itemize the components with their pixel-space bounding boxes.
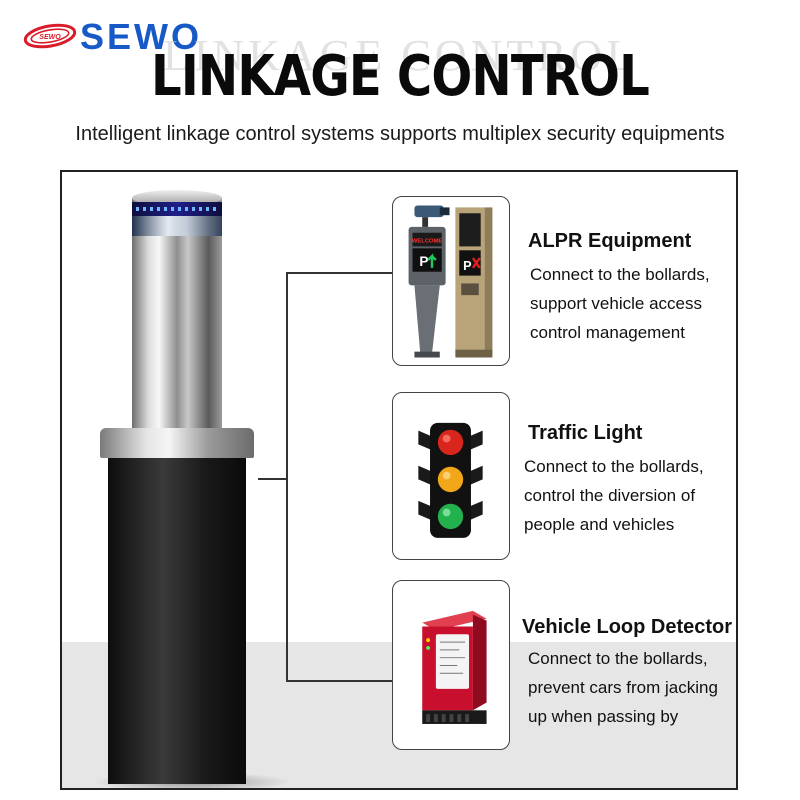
alpr-panel-letter: P bbox=[463, 259, 472, 273]
feature-title-traffic-light: Traffic Light bbox=[528, 422, 643, 444]
loop-detector-icon bbox=[422, 610, 487, 724]
sewo-mark-text: SEWO bbox=[39, 34, 61, 41]
bollard-collar bbox=[100, 428, 254, 458]
alpr-screen-line2: P bbox=[419, 254, 428, 269]
feature-desc-line: prevent cars from jacking bbox=[528, 678, 718, 697]
linkage-panel: WELCOME P P ALPR Equipment Connect to th… bbox=[60, 170, 738, 790]
feature-desc-line: Connect to the bollards, bbox=[530, 265, 710, 284]
brand-logo: SEWO SEWO bbox=[22, 14, 222, 58]
page-subtitle: Intelligent linkage control systems supp… bbox=[75, 123, 725, 145]
feature-desc-line: control management bbox=[530, 323, 685, 342]
connector-main bbox=[258, 478, 286, 480]
page-title: LINKAGE CONTROL bbox=[151, 44, 650, 109]
bollard-reflective-strip bbox=[132, 216, 222, 236]
bollard-base bbox=[108, 454, 246, 784]
feature-desc-line: Connect to the bollards, bbox=[524, 457, 704, 476]
connector-alpr bbox=[286, 272, 392, 274]
feature-desc-traffic-light: Connect to the bollards, control the div… bbox=[524, 452, 704, 539]
feature-desc-loop-detector: Connect to the bollards, prevent cars fr… bbox=[528, 644, 718, 731]
alpr-screen-line1: WELCOME bbox=[412, 238, 443, 244]
traffic-light-icon bbox=[418, 422, 483, 538]
bollard-led-dots bbox=[136, 207, 218, 211]
feature-title-alpr: ALPR Equipment bbox=[528, 230, 692, 252]
feature-desc-line: people and vehicles bbox=[524, 515, 675, 534]
title-ghost: LINKAGE CONTROL bbox=[162, 31, 638, 80]
alpr-camera-icon: WELCOME P P bbox=[408, 205, 493, 358]
bollard-pipe bbox=[132, 198, 222, 458]
feature-desc-alpr: Connect to the bollards, support vehicle… bbox=[530, 260, 710, 347]
feature-desc-line: Connect to the bollards, bbox=[528, 649, 708, 668]
connector-vertical bbox=[286, 272, 288, 682]
sewo-mark-icon: SEWO bbox=[23, 23, 77, 49]
traffic-light-card bbox=[392, 392, 510, 560]
brand-name: SEWO bbox=[80, 16, 203, 57]
feature-desc-line: control the diversion of bbox=[524, 486, 696, 505]
feature-desc-line: support vehicle access bbox=[530, 294, 702, 313]
feature-title-loop-detector: Vehicle Loop Detector bbox=[522, 616, 733, 638]
alpr-card: WELCOME P P bbox=[392, 196, 510, 366]
loop-detector-card bbox=[392, 580, 510, 750]
feature-desc-line: up when passing by bbox=[528, 707, 679, 726]
connector-detector bbox=[286, 680, 392, 682]
